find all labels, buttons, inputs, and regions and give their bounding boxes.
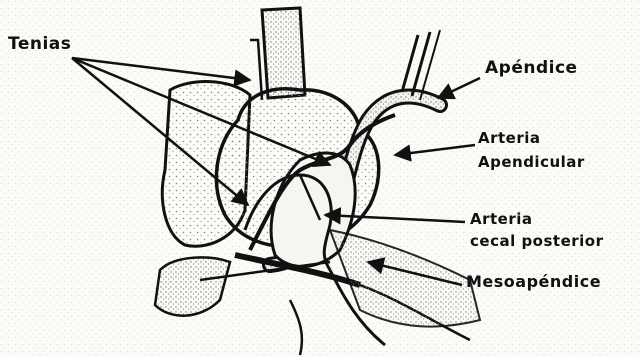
label-arteria-apendicular-line1: Arteria [478,126,585,150]
ileum-tube [262,8,305,98]
label-arteria-apendicular: Arteria Apendicular [478,126,585,174]
label-apendice: Apéndice [485,58,578,78]
label-arteria-cecal-line2: cecal posterior [470,230,604,252]
label-tenias: Tenias [8,34,71,54]
label-mesoapendice: Mesoapéndice [466,272,601,291]
label-arteria-cecal-line1: Arteria [470,208,604,230]
label-arteria-apendicular-line2: Apendicular [478,150,585,174]
label-arteria-cecal-posterior: Arteria cecal posterior [470,208,604,252]
